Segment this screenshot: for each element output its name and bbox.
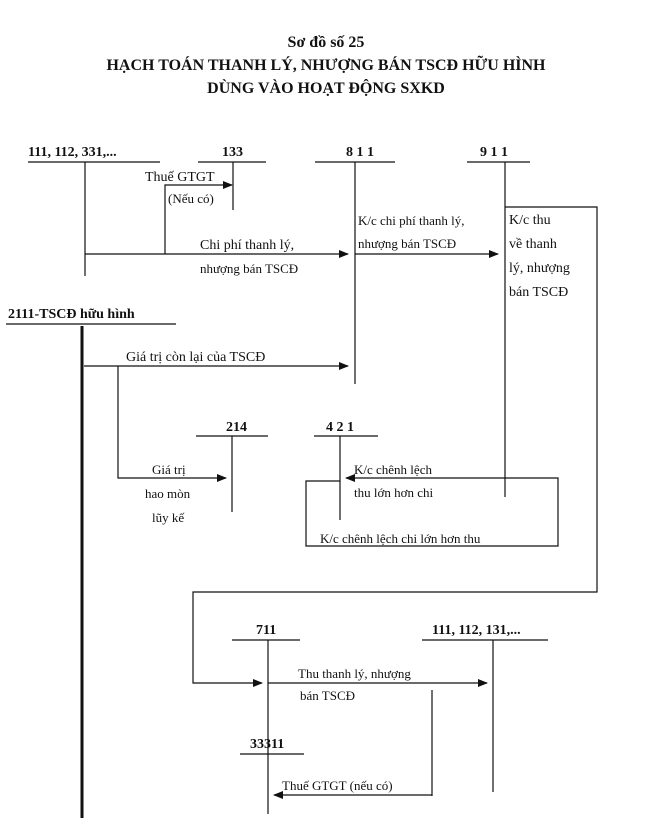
account-214: 214 xyxy=(226,420,247,435)
label-kc-cost-2: nhượng bán TSCĐ xyxy=(358,236,456,251)
label-kc-revenue-4: bán TSCĐ xyxy=(509,285,568,300)
arrow-911-to-711 xyxy=(192,206,598,687)
account-711: 711 xyxy=(256,623,276,638)
label-kc-revenue-1: K/c thu xyxy=(509,213,551,228)
label-loss: K/c chênh lệch chi lớn hơn thu xyxy=(320,531,481,546)
account-421: 4 2 1 xyxy=(326,420,354,435)
label-depreciation-1: Giá trị xyxy=(152,462,186,477)
label-depreciation-3: lũy kế xyxy=(152,510,185,525)
account-cash-top: 111, 112, 331,... xyxy=(28,145,117,160)
label-vat-input-2: (Nếu có) xyxy=(168,191,214,206)
label-cost-2: nhượng bán TSCĐ xyxy=(200,261,298,276)
label-residual-value: Giá trị còn lại của TSCĐ xyxy=(126,350,265,365)
account-911: 9 1 1 xyxy=(480,145,508,160)
diagram-number: Sơ đồ số 25 xyxy=(288,34,365,51)
label-vat-input-1: Thuế GTGT xyxy=(145,170,215,185)
diagram-title: HẠCH TOÁN THANH LÝ, NHƯỢNG BÁN TSCĐ HỮU … xyxy=(106,54,546,74)
arrow-depreciation-to-214 xyxy=(117,366,227,482)
account-133: 133 xyxy=(222,145,243,160)
label-profit-1: K/c chênh lệch xyxy=(354,462,432,477)
account-cash-bottom: 111, 112, 131,... xyxy=(432,623,521,638)
account-2111: 2111-TSCĐ hữu hình xyxy=(8,307,135,322)
label-kc-revenue-2: về thanh xyxy=(509,237,557,252)
label-depreciation-2: hao mòn xyxy=(145,486,191,501)
label-kc-cost-1: K/c chi phí thanh lý, xyxy=(358,213,465,228)
arrow-vat-to-133 xyxy=(164,181,233,254)
account-811: 8 1 1 xyxy=(346,145,374,160)
label-cost-1: Chi phí thanh lý, xyxy=(200,238,294,253)
label-income-1: Thu thanh lý, nhượng xyxy=(298,666,411,681)
label-profit-2: thu lớn hơn chi xyxy=(354,485,433,500)
account-33311: 33311 xyxy=(250,737,284,752)
label-vat-output: Thuế GTGT (nếu có) xyxy=(282,778,393,793)
label-kc-revenue-3: lý, nhượng xyxy=(509,261,570,276)
arrow-loss-to-911 xyxy=(305,477,559,547)
diagram-subtitle: DÙNG VÀO HOẠT ĐỘNG SXKD xyxy=(207,78,445,97)
label-income-2: bán TSCĐ xyxy=(300,688,355,703)
